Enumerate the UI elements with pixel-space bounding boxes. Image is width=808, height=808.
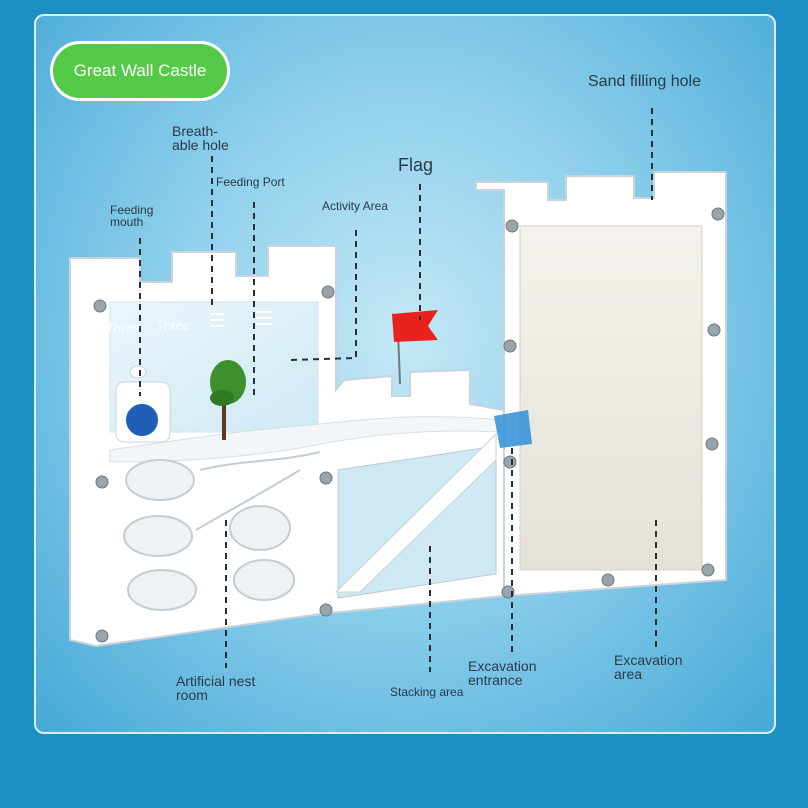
- label-excavation-entrance: Excavation entrance: [468, 658, 537, 688]
- feeder: [115, 365, 171, 443]
- tree: [210, 360, 246, 440]
- label-flag: Flag: [398, 155, 434, 175]
- excavation-entrance-tab: [494, 410, 532, 448]
- label-breathable-hole: Breath- able hole: [172, 123, 229, 153]
- nest-rooms: [123, 451, 321, 611]
- right-tower: [475, 171, 727, 598]
- label-feeding-port: Feeding Port: [216, 175, 285, 189]
- title-badge: Great Wall Castle: [50, 41, 230, 101]
- label-activity-area: Activity Area: [322, 199, 389, 213]
- screws: [93, 207, 725, 643]
- label-three-right: Three: [156, 318, 190, 333]
- flag: [392, 310, 438, 385]
- callout-lines: [139, 108, 657, 672]
- label-three-left: Three: [106, 320, 140, 335]
- label-artificial-nest-room: Artificial nest room: [176, 673, 256, 703]
- breathable-hole-slits: [210, 311, 272, 327]
- label-stacking-area: Stacking area: [390, 685, 464, 699]
- label-feeding-mouth: Feeding mouth: [110, 203, 154, 229]
- label-excavation-area: Excavation area: [614, 652, 683, 682]
- label-sand-filling-hole: Sand filling hole: [588, 73, 701, 90]
